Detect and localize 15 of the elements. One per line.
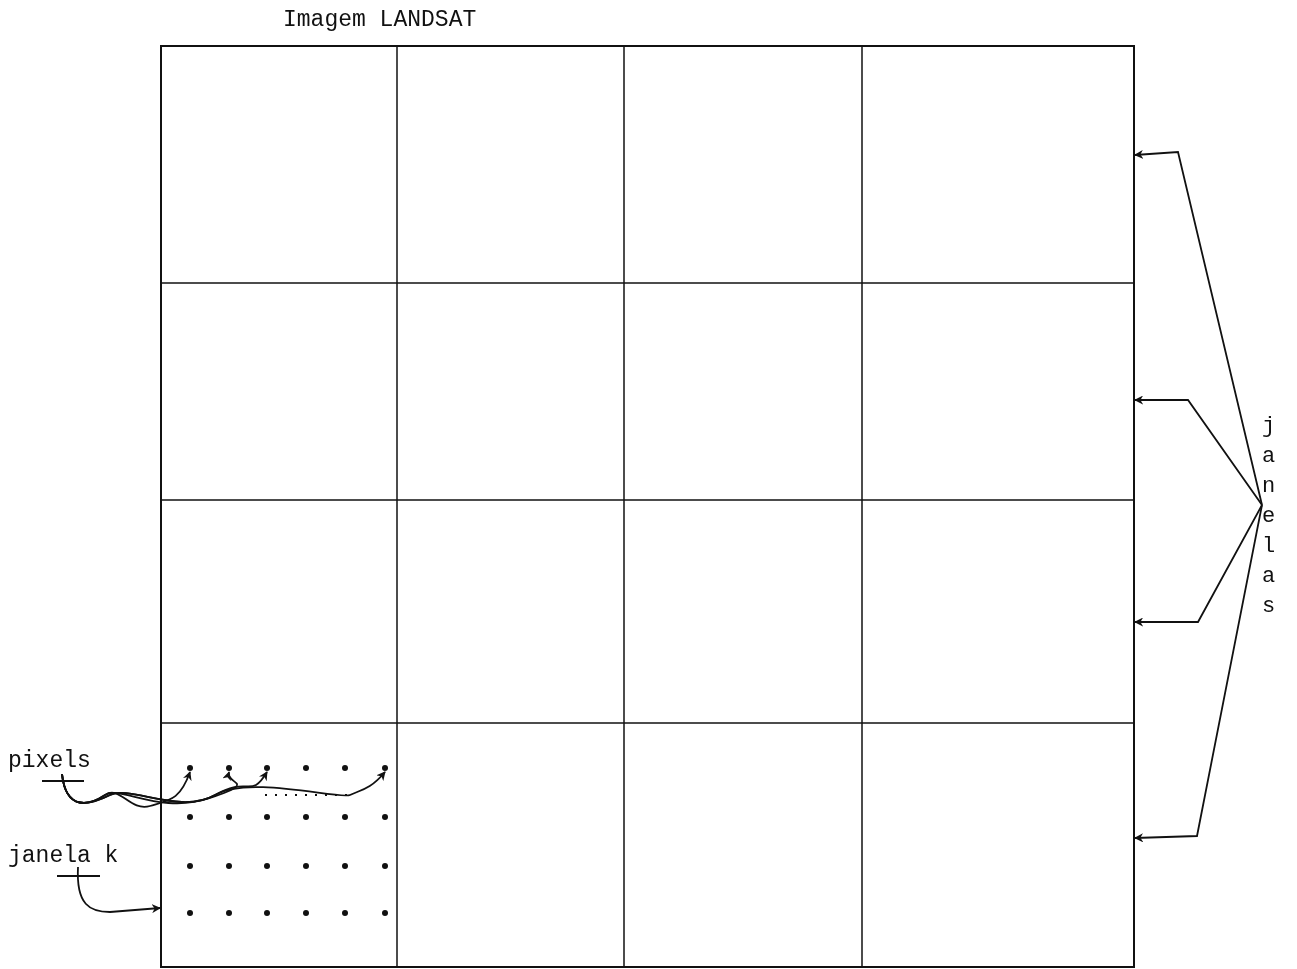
arrow (1134, 395, 1263, 506)
callout-label: pixels (8, 748, 91, 774)
image-title: Imagem LANDSAT (283, 7, 477, 33)
pixel-dot (187, 765, 193, 771)
arrow (61, 771, 239, 805)
arrow (61, 771, 386, 804)
callout-label: janela k (8, 843, 119, 869)
arrow (1134, 149, 1263, 506)
arrow (1134, 504, 1263, 843)
pixel-dot (382, 765, 388, 771)
pixel-dot (264, 765, 270, 771)
arrow (1134, 504, 1263, 627)
pixel-dot (226, 765, 232, 771)
arrow (76, 866, 161, 914)
vertical-label: janelas (1262, 412, 1284, 622)
